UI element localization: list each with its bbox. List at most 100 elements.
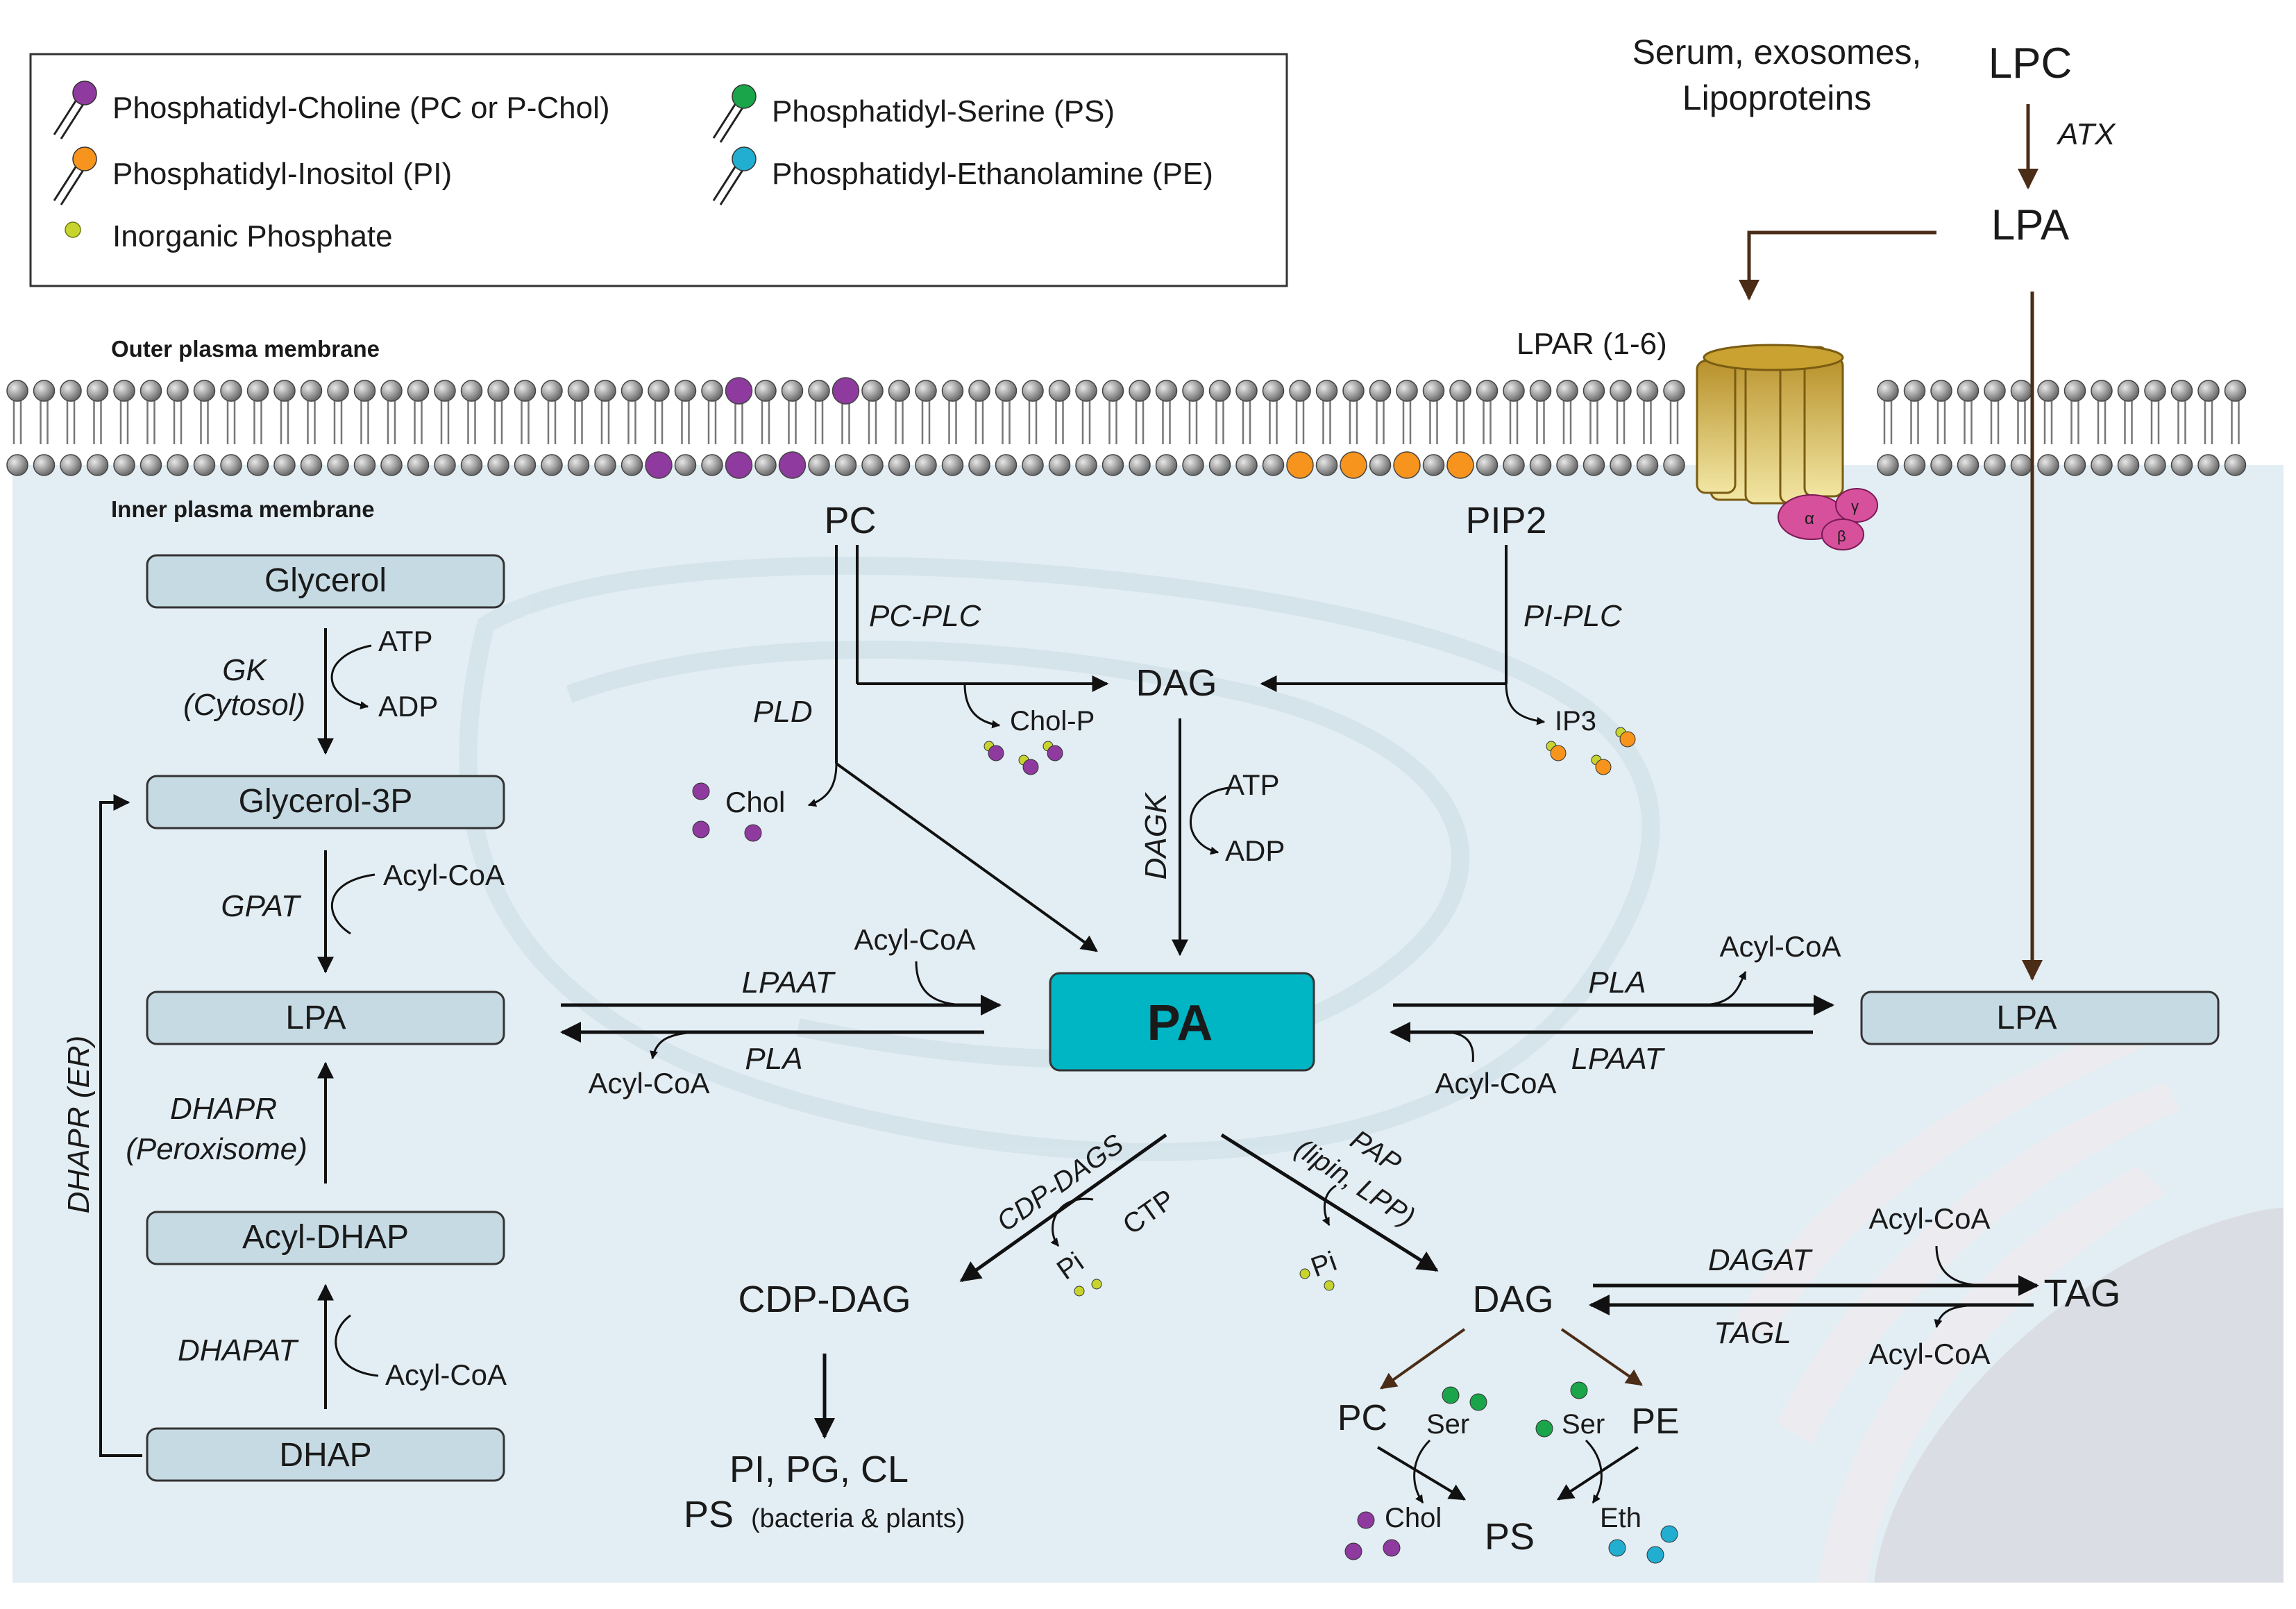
molecule-dot (1299, 1268, 1310, 1279)
atx-label: ATX (2056, 117, 2116, 151)
lipid-head-inner (113, 454, 135, 476)
lipid-head-outer (1396, 380, 1418, 402)
g-alpha-label: α (1805, 509, 1814, 528)
lipid-head-outer (2063, 380, 2086, 402)
lipid-head-inner (2144, 454, 2166, 476)
ser-chol-curve (1413, 1439, 1431, 1503)
dagk-adp: ADP (1225, 834, 1285, 867)
lipid-head-outer (1636, 380, 1659, 402)
ser-left-label: Ser (1426, 1409, 1469, 1440)
lipid-head-outer (888, 380, 911, 402)
lipid-head-outer (1930, 380, 1952, 402)
lpa-right-box (1860, 991, 2220, 1045)
gpat-acyl-coa: Acyl-CoA (383, 859, 505, 891)
lipid-head-inner (460, 454, 483, 476)
organelle-decoration (1735, 1013, 2284, 1583)
lipid-head-inner (1476, 454, 1499, 476)
lipid-head-inner (2197, 454, 2220, 476)
pe-bottom-label: PE (1631, 1401, 1679, 1442)
ps-note-label: (bacteria & plants) (751, 1504, 965, 1533)
lipid-head-outer (460, 380, 483, 402)
lipid-head-inner (60, 454, 82, 476)
lipid-head-inner (1930, 454, 1952, 476)
dhapr-label: DHAPR (170, 1092, 277, 1126)
lipid-head-outer (915, 380, 937, 402)
lipid-head-inner (1075, 454, 1097, 476)
products-label: PI, PG, CL (729, 1449, 909, 1490)
lipid-head-outer (514, 380, 537, 402)
cdp-dag-label: CDP-DAG (738, 1279, 911, 1320)
lipid-head-outer (113, 380, 135, 402)
lipid-head-inner (1877, 454, 1899, 476)
glycerol3p-label: Glycerol-3P (239, 783, 413, 820)
pla-right-acyl-curve (1700, 970, 1747, 1006)
lipid-head-outer (300, 380, 323, 402)
pla-right-label: PLA (1588, 966, 1646, 1000)
dag-bottom-label: DAG (1472, 1279, 1553, 1320)
lipid-head-inner (941, 454, 964, 476)
lpa-to-receptor-arrow (1739, 230, 1936, 301)
molecule-dot (1357, 1511, 1375, 1529)
lipid-head-outer (434, 380, 456, 402)
legend-item: Inorganic Phosphate (65, 219, 393, 253)
lipid-head-outer (1369, 380, 1392, 402)
lipid-head-outer (1610, 380, 1632, 402)
lipid-head-inner (273, 454, 296, 476)
lipid-head-inner (1048, 454, 1071, 476)
molecule-dot (1550, 745, 1567, 761)
lipid-head-inner (1393, 451, 1421, 479)
lipid-head-outer (1022, 380, 1044, 402)
lipid-head-inner (834, 454, 857, 476)
lipid-head-outer (2144, 380, 2166, 402)
lipid-head-inner (2091, 454, 2113, 476)
legend-item: Phosphatidyl-Inositol (PI) (53, 146, 452, 205)
dagat-label: DAGAT (1708, 1243, 1813, 1277)
lpaat-left-label: LPAAT (742, 966, 836, 1000)
lipid-head-inner (33, 454, 56, 476)
lipid-head-outer (1476, 380, 1499, 402)
pe-to-ps-arrow (1556, 1446, 1639, 1501)
legend-item: Phosphatidyl-Ethanolamine (PE) (712, 146, 1213, 205)
lipid-head-outer (273, 380, 296, 402)
lipid-head-outer (968, 380, 990, 402)
pla-left-label: PLA (745, 1042, 802, 1076)
gpat-label: GPAT (221, 889, 301, 923)
chol-curve (807, 763, 838, 807)
lipid-head-inner (1446, 451, 1474, 479)
molecule-dot (1047, 745, 1063, 761)
molecule-dot (1646, 1546, 1664, 1564)
ctp-curve (1050, 1197, 1094, 1247)
lipid-head-inner (1582, 454, 1605, 476)
dhap-box (146, 1427, 505, 1482)
lpaat-right-label: LPAAT (1571, 1042, 1666, 1076)
molecule-dot (1469, 1393, 1487, 1411)
lpc-label: LPC (1989, 40, 2073, 87)
dhapr-er-arrow (99, 794, 142, 1457)
lipid-tail-icon (719, 169, 744, 205)
lipid-head-outer (1877, 380, 1899, 402)
lipid-head-outer (1529, 380, 1552, 402)
lipid-head-inner (2224, 454, 2247, 476)
lpa-extracellular-label: LPA (1991, 201, 2070, 249)
lipid-head-inner (2037, 454, 2059, 476)
lipid-head-inner (246, 454, 269, 476)
legend-label: Phosphatidyl-Ethanolamine (PE) (772, 157, 1213, 191)
lipid-tail-icon (712, 165, 737, 201)
molecule-dot (1619, 731, 1636, 748)
lipid-head-icon (72, 146, 97, 171)
gk-atp: ATP (378, 625, 433, 657)
molecule-dot (1022, 759, 1039, 775)
lipid-head-outer (487, 380, 509, 402)
lipid-tail-icon (60, 103, 85, 140)
legend-box (29, 53, 1288, 287)
lipid-head-outer (2091, 380, 2113, 402)
atp-adp-curve (330, 644, 372, 709)
outer-membrane-label: Outer plasma membrane (111, 336, 380, 362)
glycerol-box (146, 554, 505, 609)
lipid-tail-icon (60, 169, 85, 205)
lipid-head-outer (33, 380, 56, 402)
lipid-head-outer (1048, 380, 1071, 402)
molecule-dot (1344, 1542, 1362, 1560)
lipid-head-inner (1235, 454, 1258, 476)
lipid-head-inner (1208, 454, 1231, 476)
